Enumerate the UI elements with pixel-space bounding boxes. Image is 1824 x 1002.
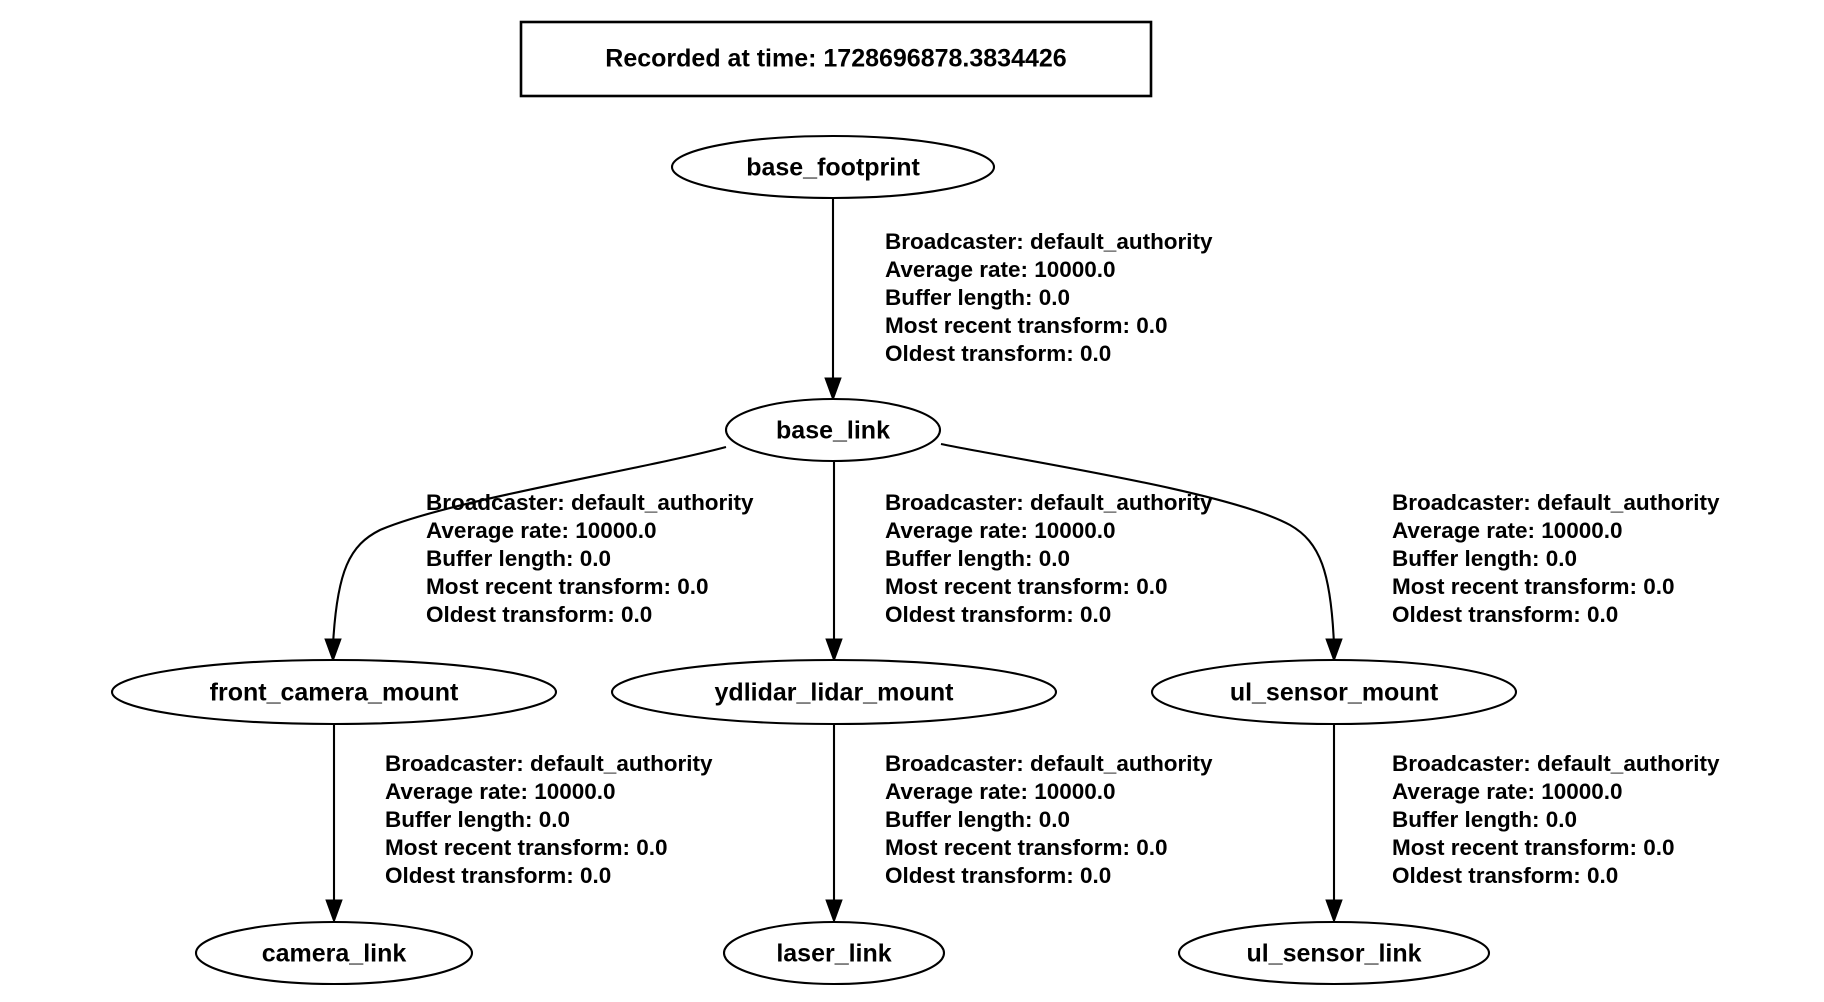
node-label: ydlidar_lidar_mount — [715, 679, 955, 707]
edge-label-most-recent-transform: Most recent transform: 0.0 — [885, 313, 1168, 338]
edge-line — [331, 445, 727, 646]
edge-label-average-rate: Average rate: 10000.0 — [885, 779, 1116, 804]
arrow-head-icon — [825, 638, 843, 663]
edge-label-oldest-transform: Oldest transform: 0.0 — [385, 863, 611, 888]
edge-label-broadcaster: Broadcaster: default_authority — [1392, 751, 1720, 776]
edge-label-ul-sensor-mount-to-ul-sensor-link: Broadcaster: default_authority Average r… — [1392, 751, 1720, 888]
node-front-camera-mount[interactable]: front_camera_mount — [110, 658, 558, 726]
edge-label-base-link-to-ydlidar-lidar-mount: Broadcaster: default_authority Average r… — [885, 490, 1213, 627]
node-ellipse[interactable] — [610, 658, 1058, 726]
edge-label-oldest-transform: Oldest transform: 0.0 — [885, 341, 1111, 366]
edge-label-base-link-to-ul-sensor-mount: Broadcaster: default_authority Average r… — [1392, 490, 1720, 627]
node-label: front_camera_mount — [210, 679, 459, 707]
edge-label-broadcaster: Broadcaster: default_authority — [885, 229, 1213, 254]
edge-base-link-to-ul-sensor-mount: Broadcaster: default_authority Average r… — [940, 442, 1720, 663]
edge-label-oldest-transform: Oldest transform: 0.0 — [1392, 602, 1618, 627]
edge-label-base-footprint-to-base-link: Broadcaster: default_authority Average r… — [885, 229, 1213, 366]
edge-line — [940, 442, 1336, 646]
node-ul-sensor-mount[interactable]: ul_sensor_mount — [1150, 658, 1518, 726]
edge-ul-sensor-mount-to-ul-sensor-link: Broadcaster: default_authority Average r… — [1325, 724, 1720, 924]
edge-label-buffer-length: Buffer length: 0.0 — [426, 546, 611, 571]
node-ydlidar-lidar-mount[interactable]: ydlidar_lidar_mount — [610, 658, 1058, 726]
edge-label-buffer-length: Buffer length: 0.0 — [885, 807, 1070, 832]
edge-label-broadcaster: Broadcaster: default_authority — [385, 751, 713, 776]
edge-label-buffer-length: Buffer length: 0.0 — [1392, 807, 1577, 832]
edge-label-oldest-transform: Oldest transform: 0.0 — [426, 602, 652, 627]
node-label: camera_link — [262, 940, 407, 968]
node-ellipse[interactable] — [724, 397, 942, 463]
node-ellipse[interactable] — [722, 920, 946, 986]
edge-label-most-recent-transform: Most recent transform: 0.0 — [885, 574, 1168, 599]
arrow-head-icon — [324, 638, 342, 663]
node-base-link[interactable]: base_link — [724, 397, 942, 463]
arrow-head-icon — [325, 899, 343, 924]
edge-label-average-rate: Average rate: 10000.0 — [1392, 779, 1623, 804]
node-ul-sensor-link[interactable]: ul_sensor_link — [1177, 920, 1491, 986]
arrow-head-icon — [1325, 899, 1343, 924]
edge-label-average-rate: Average rate: 10000.0 — [426, 518, 657, 543]
node-ellipse[interactable] — [110, 658, 558, 726]
edge-label-front-camera-mount-to-camera-link: Broadcaster: default_authority Average r… — [385, 751, 713, 888]
node-ellipse[interactable] — [194, 920, 474, 986]
edge-label-average-rate: Average rate: 10000.0 — [1392, 518, 1623, 543]
edge-label-buffer-length: Buffer length: 0.0 — [885, 546, 1070, 571]
edge-base-footprint-to-base-link: Broadcaster: default_authority Average r… — [824, 198, 1213, 402]
node-label: laser_link — [776, 940, 891, 968]
edge-label-base-link-to-front-camera-mount: Broadcaster: default_authority Average r… — [426, 490, 754, 627]
edge-label-ydlidar-lidar-mount-to-laser-link: Broadcaster: default_authority Average r… — [885, 751, 1213, 888]
node-label: ul_sensor_mount — [1230, 679, 1439, 707]
arrow-head-icon — [824, 377, 842, 402]
edge-label-broadcaster: Broadcaster: default_authority — [1392, 490, 1720, 515]
edge-label-broadcaster: Broadcaster: default_authority — [885, 490, 1213, 515]
edge-front-camera-mount-to-camera-link: Broadcaster: default_authority Average r… — [325, 724, 713, 924]
edge-label-average-rate: Average rate: 10000.0 — [885, 518, 1116, 543]
node-camera-link[interactable]: camera_link — [194, 920, 474, 986]
edge-label-broadcaster: Broadcaster: default_authority — [885, 751, 1213, 776]
node-laser-link[interactable]: laser_link — [722, 920, 946, 986]
edge-label-most-recent-transform: Most recent transform: 0.0 — [1392, 835, 1675, 860]
edge-label-buffer-length: Buffer length: 0.0 — [385, 807, 570, 832]
edge-label-buffer-length: Buffer length: 0.0 — [885, 285, 1070, 310]
node-base-footprint[interactable]: base_footprint — [670, 134, 996, 200]
node-ellipse[interactable] — [1177, 920, 1491, 986]
edge-label-most-recent-transform: Most recent transform: 0.0 — [385, 835, 668, 860]
edge-label-most-recent-transform: Most recent transform: 0.0 — [885, 835, 1168, 860]
edge-label-oldest-transform: Oldest transform: 0.0 — [1392, 863, 1618, 888]
edge-label-average-rate: Average rate: 10000.0 — [885, 257, 1116, 282]
edge-label-oldest-transform: Oldest transform: 0.0 — [885, 863, 1111, 888]
edge-label-broadcaster: Broadcaster: default_authority — [426, 490, 754, 515]
edge-label-average-rate: Average rate: 10000.0 — [385, 779, 616, 804]
arrow-head-icon — [825, 899, 843, 924]
edge-label-most-recent-transform: Most recent transform: 0.0 — [426, 574, 709, 599]
arrow-head-icon — [1325, 638, 1343, 663]
title-box: Recorded at time: 1728696878.3834426 — [519, 20, 1153, 98]
node-ellipse[interactable] — [670, 134, 996, 200]
edge-label-buffer-length: Buffer length: 0.0 — [1392, 546, 1577, 571]
node-label: base_footprint — [746, 154, 920, 182]
node-label: ul_sensor_link — [1246, 940, 1421, 968]
edge-label-oldest-transform: Oldest transform: 0.0 — [885, 602, 1111, 627]
node-ellipse[interactable] — [1150, 658, 1518, 726]
edge-ydlidar-lidar-mount-to-laser-link: Broadcaster: default_authority Average r… — [825, 724, 1213, 924]
edge-label-most-recent-transform: Most recent transform: 0.0 — [1392, 574, 1675, 599]
node-label: base_link — [776, 417, 890, 445]
edge-base-link-to-front-camera-mount: Broadcaster: default_authority Average r… — [324, 445, 754, 663]
edge-base-link-to-ydlidar-lidar-mount: Broadcaster: default_authority Average r… — [825, 461, 1213, 663]
recorded-at-time-label: Recorded at time: 1728696878.3834426 — [605, 45, 1066, 73]
title-box-border — [519, 20, 1153, 98]
